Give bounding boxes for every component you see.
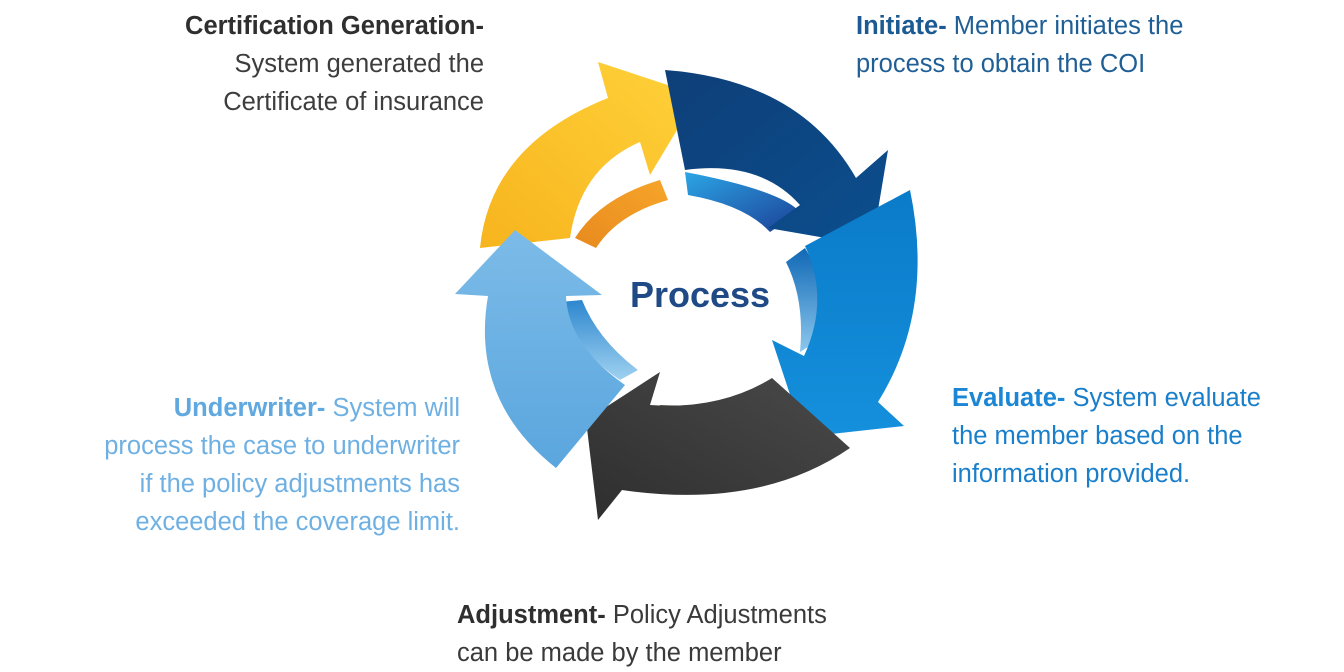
underwriter-arrow [455,230,625,468]
step-description-line: System will [325,394,460,422]
center-label: Process [629,274,771,315]
evaluate-arrow [772,190,918,437]
step-title: Underwriter [173,394,317,422]
step-underwriter-text: Underwriter- System will process the cas… [0,389,460,541]
step-adjustment-text: Adjustment- Policy Adjustments can be ma… [457,596,917,672]
step-separator: - [1056,384,1066,412]
step-description-line: process the case to underwriter [104,432,460,460]
certification-arrow [480,62,698,248]
step-initiate-text: Initiate- Member initiates the process t… [856,7,1336,83]
step-separator: - [475,12,485,40]
step-certification-text: Certification Generation- System generat… [0,7,484,121]
adjustment-arrow [586,372,850,520]
step-title: Evaluate [952,384,1057,412]
step-evaluate-text: Evaluate- System evaluate the member bas… [952,379,1342,493]
step-title: Certification Generation [185,12,476,40]
step-separator: - [938,12,947,40]
step-description-line: Member initiates the [946,12,1184,40]
step-description-line: information provided. [952,460,1191,488]
step-separator: - [597,601,606,629]
step-description-line: System evaluate [1065,384,1261,412]
step-description-line: System generated the [234,50,484,78]
step-description-line: exceeded the coverage limit. [135,508,460,536]
step-description-line: Certificate of insurance [223,88,484,116]
step-description-line: Policy Adjustments [605,601,827,629]
step-title: Adjustment [457,601,598,629]
step-description-line: if the policy adjustments has [139,470,460,498]
certification-inner-band [575,180,668,248]
initiate-inner-band [685,172,800,232]
step-description-line: the member based on the [952,422,1243,450]
step-description-line: can be made by the member [457,639,782,667]
step-title: Initiate [856,12,939,40]
step-description-line: process to obtain the COI [856,50,1146,78]
underwriter-inner-band [560,300,638,380]
initiate-arrow [665,70,888,246]
step-separator: - [316,394,326,422]
